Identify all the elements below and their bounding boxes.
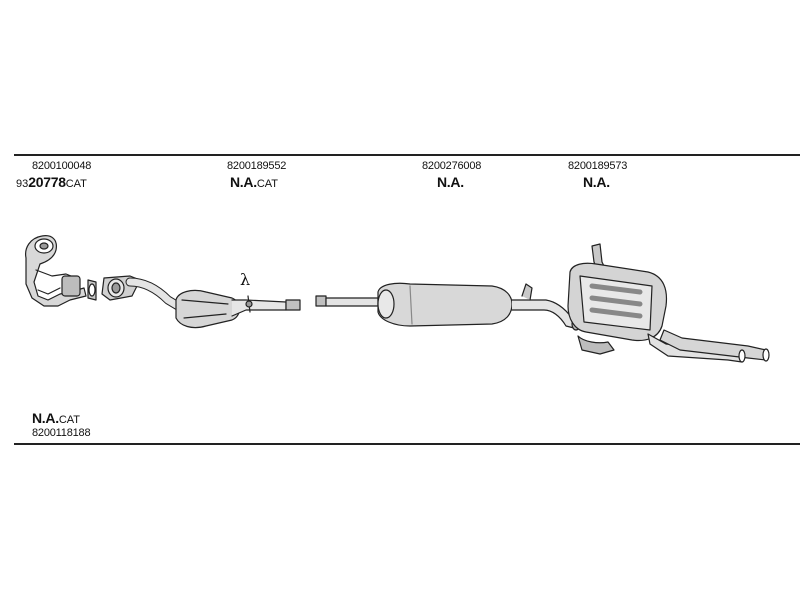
part-code-3: N.A. (437, 174, 464, 193)
part-code-1-main: 20778 (28, 174, 66, 190)
part-number-2: 8200189552 (227, 160, 287, 172)
part-code-4-main: N.A. (583, 174, 610, 190)
part-code-1-suffix: CAT (65, 178, 87, 190)
rear-muffler (567, 243, 770, 363)
part-code-3-main: N.A. (437, 174, 464, 190)
part-code-2-suffix: CAT (256, 178, 278, 190)
bottom-part-code: N.A.CAT (32, 410, 80, 429)
part-code-1-prefix: 93 (16, 178, 29, 190)
part-code-4: N.A. (583, 174, 610, 193)
exhaust-manifold (25, 235, 97, 307)
top-divider-line (14, 154, 800, 156)
part-number-1: 8200100048 (32, 160, 92, 172)
catalytic-converter-pipe (101, 275, 301, 329)
bottom-part-code-suffix: CAT (58, 414, 80, 426)
part-code-2: N.A.CAT (230, 174, 278, 193)
bottom-divider-line (14, 443, 800, 445)
part-code-2-main: N.A. (230, 174, 257, 190)
bottom-part-number: 8200118188 (32, 427, 91, 439)
bottom-part-code-main: N.A. (32, 410, 59, 426)
part-number-4: 8200189573 (568, 160, 628, 172)
part-code-1: 9320778CAT (16, 174, 87, 193)
lambda-sensor-symbol: λ (240, 270, 251, 289)
center-muffler (315, 282, 581, 331)
part-number-3: 8200276008 (422, 160, 482, 172)
